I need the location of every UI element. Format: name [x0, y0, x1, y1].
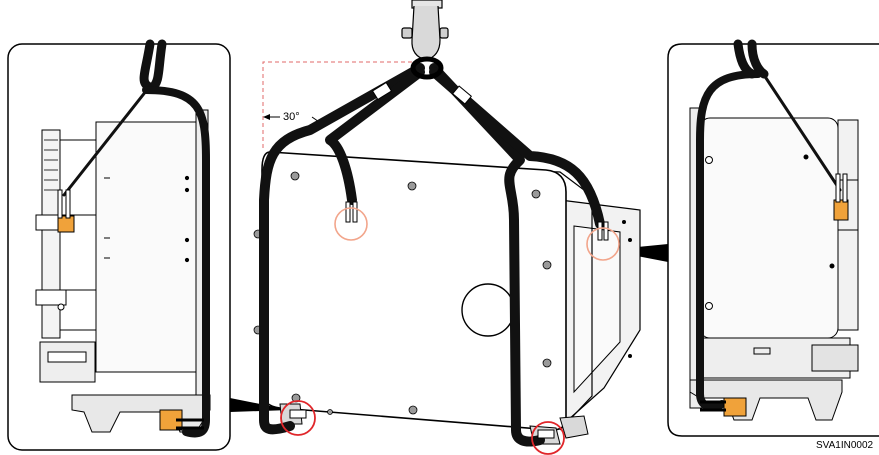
callout-circle-bottom-left [280, 400, 316, 436]
left-panel-sling [62, 39, 210, 438]
shackle-icon [401, 0, 449, 80]
right-panel-top-bracket [833, 173, 849, 221]
right-panel-bottom-bracket [700, 397, 747, 417]
bracket-icon [833, 199, 849, 221]
inverter-screws [253, 171, 552, 415]
callout-circle-top-right [586, 227, 620, 261]
left-detail-panel [7, 39, 231, 451]
callout-circle-bottom-right [531, 421, 565, 455]
bracket-icon [723, 397, 747, 417]
main-slings [259, 63, 605, 447]
right-panel-inverter-side [689, 107, 859, 421]
inverter-round-cover [461, 283, 515, 337]
angle-label: 30° [283, 111, 300, 123]
figure-code: SVA1IN0002 [816, 440, 874, 451]
main-inverter [253, 151, 641, 445]
left-panel-hatching [44, 139, 58, 191]
angle-guide: 30° [262, 61, 418, 148]
left-panel-bottom-bracket [159, 409, 204, 431]
right-panel-sling [696, 39, 842, 411]
left-panel-top-bracket [57, 189, 75, 233]
right-detail-panel [667, 39, 879, 437]
main-bracket-details [289, 201, 609, 439]
callout-circle-top-left [334, 207, 368, 241]
